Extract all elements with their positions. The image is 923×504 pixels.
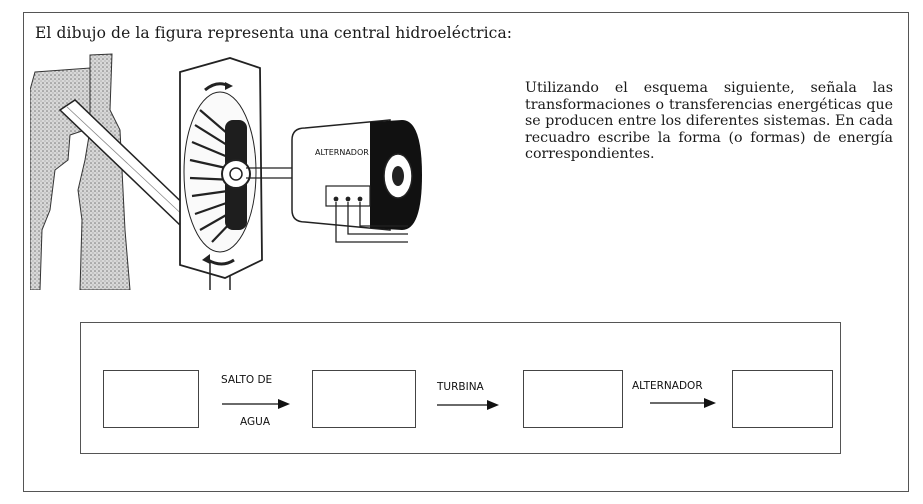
energy-box-4[interactable] [732, 370, 833, 428]
intro-text: El dibujo de la figura representa una ce… [35, 24, 513, 42]
alternator-label: ALTERNADOR [315, 148, 369, 157]
step-label-agua: AGUA [240, 416, 271, 428]
energy-box-3[interactable] [523, 370, 623, 428]
arrow-salto [222, 399, 290, 409]
instructions-paragraph: Utilizando el esquema siguiente, señala … [525, 80, 893, 163]
energy-flow-diagram [80, 322, 841, 454]
energy-box-1[interactable] [103, 370, 199, 428]
dam-wall [30, 53, 131, 290]
energy-box-2[interactable] [312, 370, 416, 428]
arrow-alternador [650, 398, 716, 408]
arrow-turbina [437, 400, 499, 410]
step-label-turbina: TURBINA [437, 381, 484, 393]
penstock-pipe [58, 99, 197, 226]
turbine [179, 57, 263, 290]
step-label-alternador: ALTERNADOR [632, 380, 703, 392]
exercise-frame [23, 12, 909, 492]
shaft [246, 167, 294, 179]
hydroelectric-plant-illustration: ALTERNADOR [30, 53, 422, 290]
step-label-salto: SALTO DE [221, 374, 273, 386]
output-wires [335, 202, 408, 243]
alternator: ALTERNADOR [291, 119, 422, 231]
